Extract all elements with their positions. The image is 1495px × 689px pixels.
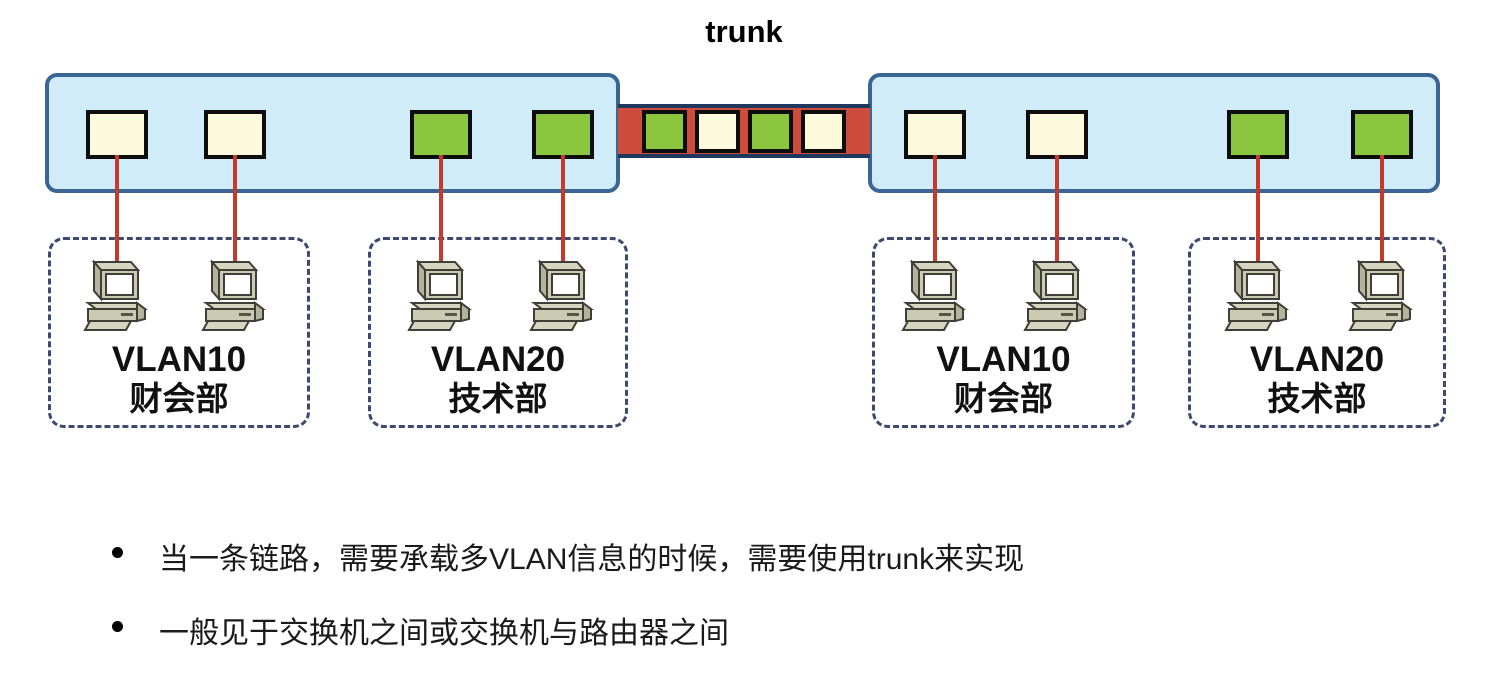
host-computer [897,255,969,335]
computer-icon [901,259,966,331]
group-box-vlan10-left: VLAN10 财会部 [48,237,310,428]
group-label: VLAN20 技术部 [1191,339,1443,419]
trunk-frame-vlan10 [695,109,740,153]
trunk-frame-vlan10 [801,109,846,153]
trunk-title: trunk [705,14,783,49]
dept-label: 财会部 [954,380,1053,418]
access-link-line [1055,155,1059,273]
bullet-text: 一般见于交换机之间或交换机与路由器之间 [159,617,729,650]
host-computer [1344,255,1416,335]
dept-label: 财会部 [129,380,229,418]
bullet-dot [112,547,123,558]
host-computer [79,255,151,335]
group-box-vlan10-right: VLAN10 财会部 [872,237,1135,428]
host-computer [1220,255,1292,335]
group-box-vlan20-left: VLAN20 技术部 [368,237,628,428]
port-vlan20 [532,110,594,159]
vlan-label: VLAN20 [430,339,566,379]
computer-icon [1023,259,1088,331]
trunk-frame-vlan20 [642,109,687,153]
bullet-item: 一般见于交换机之间或交换机与路由器之间 [112,608,1024,652]
dept-label: 技术部 [1267,380,1367,418]
access-link-line [1256,155,1260,273]
port-vlan10 [86,110,148,159]
computer-icon [1224,259,1289,331]
computer-icon [407,259,472,331]
port-vlan10 [904,110,966,159]
access-link-line [933,155,937,273]
port-vlan10 [1026,110,1088,159]
port-vlan20 [1351,110,1413,159]
bullet-dot [112,621,123,632]
bullet-list: 当一条链路，需要承载多VLAN信息的时候，需要使用trunk来实现 一般见于交换… [112,534,1024,682]
group-label: VLAN10 财会部 [51,339,307,419]
host-computer [1019,255,1091,335]
vlan-label: VLAN10 [936,339,1071,379]
access-link-line [1380,155,1384,273]
computer-icon [83,259,148,331]
host-computer [525,255,597,335]
host-computer [403,255,475,335]
group-label: VLAN10 财会部 [875,339,1132,419]
trunk-link-bar [618,104,870,158]
bullet-text: 当一条链路，需要承载多VLAN信息的时候，需要使用trunk来实现 [159,543,1025,576]
access-link-line [115,155,119,273]
vlan-label: VLAN10 [111,339,247,379]
vlan-label: VLAN20 [1249,339,1385,379]
dept-label: 技术部 [448,380,548,418]
access-link-line [561,155,565,273]
group-label: VLAN20 技术部 [371,339,625,419]
computer-icon [201,259,266,331]
group-box-vlan20-right: VLAN20 技术部 [1188,237,1446,428]
port-vlan20 [410,110,472,159]
computer-icon [529,259,594,331]
access-link-line [439,155,443,273]
access-link-line [233,155,237,273]
computer-icon [1348,259,1413,331]
host-computer [197,255,269,335]
trunk-frame-vlan20 [748,109,793,153]
port-vlan10 [204,110,266,159]
port-vlan20 [1227,110,1289,159]
bullet-item: 当一条链路，需要承载多VLAN信息的时候，需要使用trunk来实现 [112,534,1024,578]
